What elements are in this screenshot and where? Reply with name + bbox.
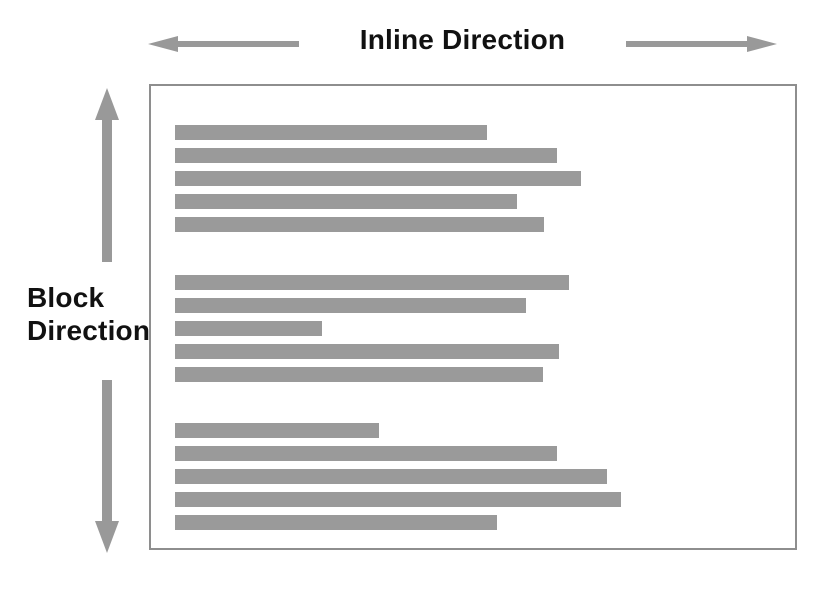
text-line-bar [175,217,544,232]
text-line-bar [175,298,526,313]
text-line-bar [175,446,557,461]
paragraph-group-1 [175,86,795,232]
text-line-bar [175,344,559,359]
text-line-bar [175,171,581,186]
text-line-bar [175,194,517,209]
text-line-bar [175,275,569,290]
inline-direction-right-arrow-icon [626,36,777,52]
block-direction-label: Block Direction [27,281,150,347]
text-line-bar [175,321,322,336]
block-direction-down-arrow-icon [95,380,119,553]
arrow-head [148,36,178,52]
arrow-head [747,36,777,52]
content-box [149,84,797,550]
text-line-bar [175,148,557,163]
text-line-bar [175,492,621,507]
text-line-bar [175,515,497,530]
inline-direction-left-arrow-icon [148,36,299,52]
text-line-bar [175,367,543,382]
block-direction-label-line1: Block [27,282,105,313]
arrow-shaft [102,380,112,527]
text-line-bar [175,125,487,140]
arrow-shaft [102,114,112,262]
paragraph-group-2 [175,240,795,382]
paragraph-group-3 [175,390,795,530]
block-direction-label-line2: Direction [27,315,151,346]
text-line-bar [175,469,607,484]
arrow-shaft [626,41,751,47]
inline-direction-label: Inline Direction [359,24,566,55]
block-direction-up-arrow-icon [95,88,119,262]
text-line-bar [175,423,379,438]
arrow-shaft [174,41,299,47]
arrow-head [95,521,119,553]
